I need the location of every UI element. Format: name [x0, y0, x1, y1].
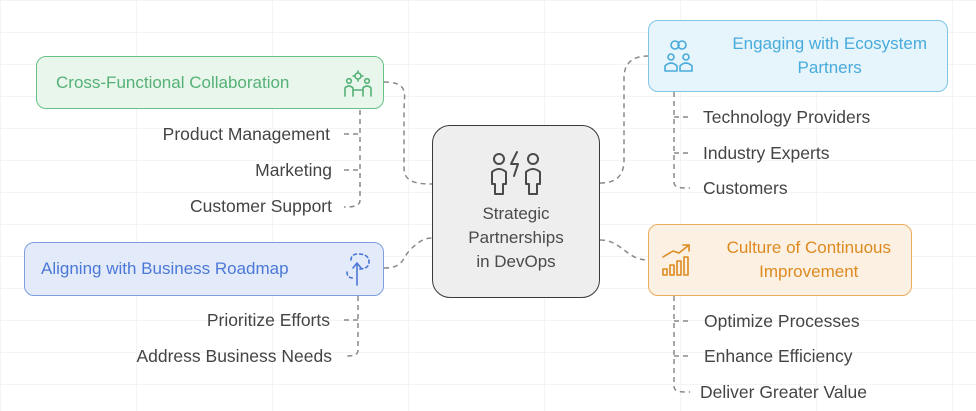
center-title-line-1: Strategic: [482, 203, 550, 223]
connector-cross-leaves: [343, 110, 361, 208]
leaf-customer-support: Customer Support: [189, 196, 332, 216]
center-node[interactable]: Strategic Partnerships in DevOps: [432, 125, 600, 298]
branch-label-line-1: Engaging with Ecosystem: [732, 34, 927, 53]
connector-eco: [599, 55, 649, 184]
branch-label-line-2: Improvement: [759, 262, 859, 281]
branch-engaging-with-ecosystem-partners[interactable]: Engaging with Ecosystem Partners: [648, 20, 948, 92]
growth-chart-icon: [662, 244, 690, 276]
connector-culture-leaves: [673, 296, 691, 393]
branch-aligning-with-business-roadmap[interactable]: Aligning with Business Roadmap: [24, 242, 384, 296]
leaf-enhance-efficiency: Enhance Efficiency: [704, 346, 853, 366]
branch-culture-of-continuous-improvement[interactable]: Culture of Continuous Improvement: [648, 224, 912, 296]
team-gears-icon: [344, 70, 372, 97]
connector-align-leaves: [343, 296, 359, 357]
two-people-collaboration-icon: [491, 150, 541, 195]
connector-culture: [599, 239, 649, 261]
connector-cross: [383, 81, 433, 185]
partners-ring-icon: [664, 40, 693, 72]
center-title-line-3: in DevOps: [476, 251, 556, 271]
leaf-prioritize-efforts: Prioritize Efforts: [206, 310, 330, 330]
leaf-industry-experts: Industry Experts: [703, 143, 830, 163]
branch-label-line-1: Culture of Continuous: [726, 238, 891, 257]
center-title-line-2: Partnerships: [468, 227, 564, 247]
leaf-address-business-needs: Address Business Needs: [136, 346, 332, 366]
leaf-marketing: Marketing: [255, 160, 332, 180]
roadmap-arrow-icon: [346, 253, 370, 286]
connector-eco-leaves: [673, 92, 691, 189]
leaf-product-management: Product Management: [162, 124, 330, 144]
leaf-optimize-processes: Optimize Processes: [704, 311, 860, 331]
branch-label: Cross-Functional Collaboration: [56, 72, 290, 92]
branch-label: Aligning with Business Roadmap: [41, 259, 289, 278]
leaf-technology-providers: Technology Providers: [703, 107, 871, 127]
branch-label-line-2: Partners: [797, 58, 862, 77]
connector-align: [383, 237, 433, 269]
leaf-deliver-greater-value: Deliver Greater Value: [700, 382, 867, 402]
branch-cross-functional-collaboration[interactable]: Cross-Functional Collaboration: [36, 56, 384, 109]
leaf-customers: Customers: [703, 178, 788, 198]
